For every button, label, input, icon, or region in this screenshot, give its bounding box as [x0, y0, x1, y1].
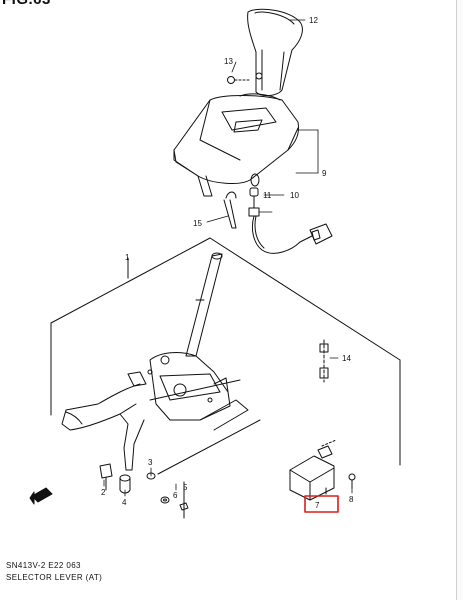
bolt-2: [99, 463, 113, 491]
callout-15: 15: [193, 219, 202, 228]
callout-14: 14: [342, 354, 351, 363]
indicator-bulb: [248, 173, 260, 217]
selector-lever-shaft: [185, 252, 223, 357]
knob-screw: [227, 76, 251, 84]
washer-5: [160, 496, 170, 504]
callout-7-highlight: [304, 495, 339, 513]
diagram-code: SN413V-2 E22 063: [6, 561, 81, 570]
leader-lines: [103, 19, 353, 497]
callout-7: 7: [315, 501, 320, 510]
front-arrow-icon: [29, 487, 53, 505]
lever-rod: [223, 191, 237, 229]
callout-labels: 12 13 9 10 11 15 1 14 2 4 3 6 5 7 8: [101, 16, 354, 510]
callout-6: 6: [173, 491, 178, 500]
pin: [319, 339, 329, 383]
selector-switch: [289, 439, 337, 501]
callout-1: 1: [125, 253, 130, 262]
callout-11: 11: [263, 191, 272, 200]
callout-5: 5: [183, 483, 188, 492]
callout-9: 9: [322, 169, 327, 178]
callout-13: 13: [224, 57, 233, 66]
callout-10: 10: [290, 191, 299, 200]
callout-4: 4: [122, 498, 127, 507]
selector-cover: [173, 93, 299, 197]
nut-6: [179, 481, 189, 519]
callout-2: 2: [101, 488, 106, 497]
diagram-title: SELECTOR LEVER (AT): [6, 573, 103, 582]
lever-base-assembly: [61, 352, 249, 471]
callout-8: 8: [349, 495, 354, 504]
callout-3: 3: [148, 458, 153, 467]
figure-label: FIG.63: [2, 0, 51, 8]
shift-knob: [247, 8, 303, 97]
switch-screw: [348, 473, 356, 489]
assembly-frame: [50, 237, 401, 475]
callout-12: 12: [309, 16, 318, 25]
wire-harness: [251, 215, 333, 254]
page-edge: [456, 0, 463, 600]
